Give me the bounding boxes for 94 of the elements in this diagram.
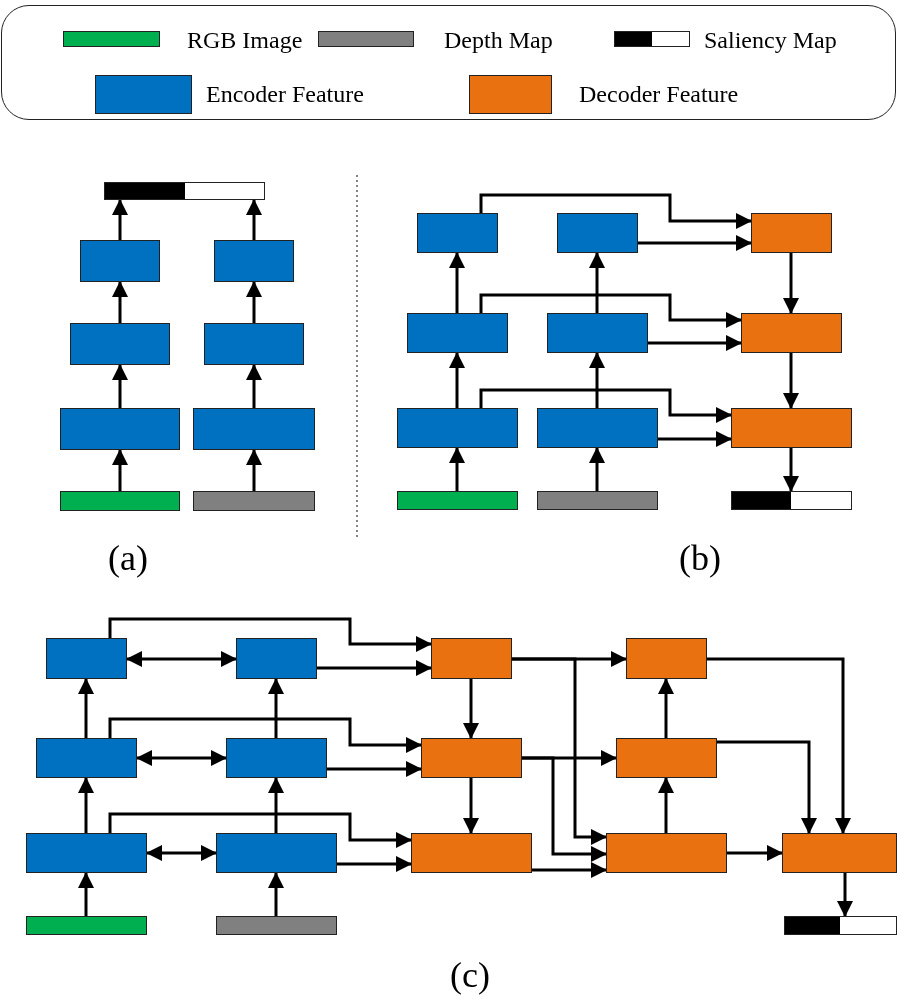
decoder-feature-block bbox=[626, 638, 707, 679]
saliency-map-bar bbox=[104, 182, 265, 200]
encoder-feature-block bbox=[214, 240, 294, 282]
decoder-feature-block bbox=[606, 833, 727, 873]
arrow bbox=[512, 657, 607, 845]
arrow bbox=[108, 717, 422, 753]
encoder-feature-block bbox=[537, 408, 658, 448]
arrow bbox=[658, 678, 674, 738]
arrow bbox=[479, 388, 732, 423]
legend-label: Saliency Map bbox=[704, 26, 837, 54]
arrow bbox=[268, 777, 284, 833]
encoder-feature-block bbox=[204, 323, 304, 365]
decoder-feature-block bbox=[731, 408, 852, 448]
arrow bbox=[783, 353, 799, 409]
encoder-feature-block bbox=[226, 738, 327, 778]
encoder-feature-block bbox=[557, 213, 638, 253]
decoder-feature-block bbox=[741, 313, 842, 353]
encoder-feature-block bbox=[407, 313, 508, 353]
encoder-feature-block bbox=[236, 638, 317, 679]
arrow bbox=[317, 660, 432, 676]
arrow bbox=[532, 862, 607, 878]
saliency-map-bar bbox=[784, 916, 897, 935]
arrow bbox=[463, 679, 479, 739]
arrow bbox=[112, 281, 128, 323]
arrow bbox=[522, 756, 607, 862]
arrow bbox=[589, 447, 605, 491]
encoder-feature-block bbox=[216, 833, 337, 873]
arrow bbox=[717, 740, 817, 834]
arrow bbox=[112, 199, 128, 240]
legend-label: Decoder Feature bbox=[579, 80, 739, 108]
decoder-feature-block bbox=[431, 638, 512, 679]
arrow bbox=[136, 750, 227, 766]
encoder-feature-block bbox=[36, 738, 137, 778]
encoder-feature-block bbox=[193, 408, 315, 450]
decoder-feature-block bbox=[411, 833, 532, 873]
arrow bbox=[78, 777, 94, 833]
arrow bbox=[449, 252, 465, 313]
legend-label: RGB Image bbox=[187, 26, 303, 54]
encoder-feature-block bbox=[60, 408, 180, 450]
encoder-feature-block bbox=[417, 213, 498, 253]
decoder-feature-block bbox=[421, 738, 522, 778]
panel-label: (c) bbox=[450, 955, 490, 995]
arrow bbox=[783, 448, 799, 492]
arrow bbox=[268, 872, 284, 916]
arrow bbox=[268, 678, 284, 738]
arrow bbox=[479, 293, 742, 328]
arrow bbox=[707, 657, 851, 834]
legend-label: Encoder Feature bbox=[206, 80, 364, 108]
arrow bbox=[78, 678, 94, 738]
encoder-feature-block bbox=[70, 323, 170, 365]
depth-map-bar bbox=[193, 491, 315, 511]
rgb-image-bar bbox=[26, 916, 147, 935]
arrow bbox=[246, 364, 262, 408]
arrow bbox=[78, 872, 94, 916]
arrow bbox=[126, 651, 237, 667]
depth-map-bar bbox=[537, 491, 658, 510]
arrow bbox=[246, 199, 262, 240]
arrow bbox=[727, 845, 783, 861]
decoder-feature-block bbox=[616, 738, 717, 778]
arrow bbox=[449, 352, 465, 408]
arrow bbox=[108, 617, 432, 652]
arrow bbox=[146, 845, 217, 861]
decoder-feature-block bbox=[751, 213, 832, 253]
arrow bbox=[658, 777, 674, 833]
arrow bbox=[638, 235, 752, 251]
panel-label: (a) bbox=[108, 538, 148, 578]
arrow bbox=[783, 253, 799, 314]
arrow bbox=[589, 252, 605, 313]
arrow bbox=[837, 873, 853, 917]
arrow bbox=[449, 447, 465, 491]
arrow bbox=[246, 449, 262, 491]
encoder-feature-block bbox=[80, 240, 160, 282]
arrow bbox=[327, 761, 422, 777]
arrow bbox=[108, 812, 412, 848]
saliency-map-bar bbox=[731, 491, 852, 510]
arrow bbox=[658, 431, 732, 447]
rgb-image-bar bbox=[60, 491, 180, 511]
arrow bbox=[479, 193, 752, 229]
rgb-image-bar bbox=[397, 491, 518, 510]
encoder-feature-block bbox=[547, 313, 648, 353]
arrow bbox=[112, 449, 128, 491]
encoder-feature-block bbox=[26, 833, 147, 873]
decoder-feature-block bbox=[782, 833, 897, 873]
legend-label: Depth Map bbox=[444, 26, 553, 54]
arrow bbox=[648, 335, 742, 351]
arrow bbox=[589, 352, 605, 408]
encoder-feature-block bbox=[46, 638, 127, 679]
encoder-feature-block bbox=[397, 408, 518, 448]
depth-map-bar bbox=[216, 916, 337, 935]
arrow bbox=[463, 778, 479, 834]
panel-label: (b) bbox=[679, 538, 721, 578]
arrow bbox=[337, 856, 412, 872]
arrow bbox=[246, 281, 262, 323]
arrow bbox=[112, 364, 128, 408]
